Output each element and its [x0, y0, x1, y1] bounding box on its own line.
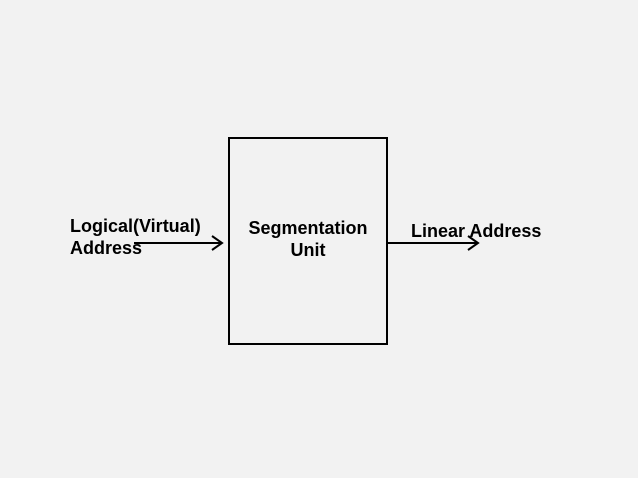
- input-arrow-head-icon: [211, 235, 224, 251]
- unit-label-line2: Unit: [290, 240, 326, 260]
- input-arrow: [134, 235, 224, 251]
- output-arrow: [388, 235, 480, 251]
- unit-label-line1: Segmentation: [248, 218, 368, 238]
- output-label: Linear Address: [411, 221, 542, 241]
- input-label-line1: Logical(Virtual): [70, 216, 201, 236]
- input-label: Logical(Virtual) Address: [70, 215, 201, 259]
- input-label-line2: Address: [70, 238, 143, 258]
- unit-label: Segmentation Unit: [230, 217, 386, 261]
- segmentation-unit-box: Segmentation Unit: [228, 137, 388, 345]
- output-arrow-head-icon: [467, 235, 480, 251]
